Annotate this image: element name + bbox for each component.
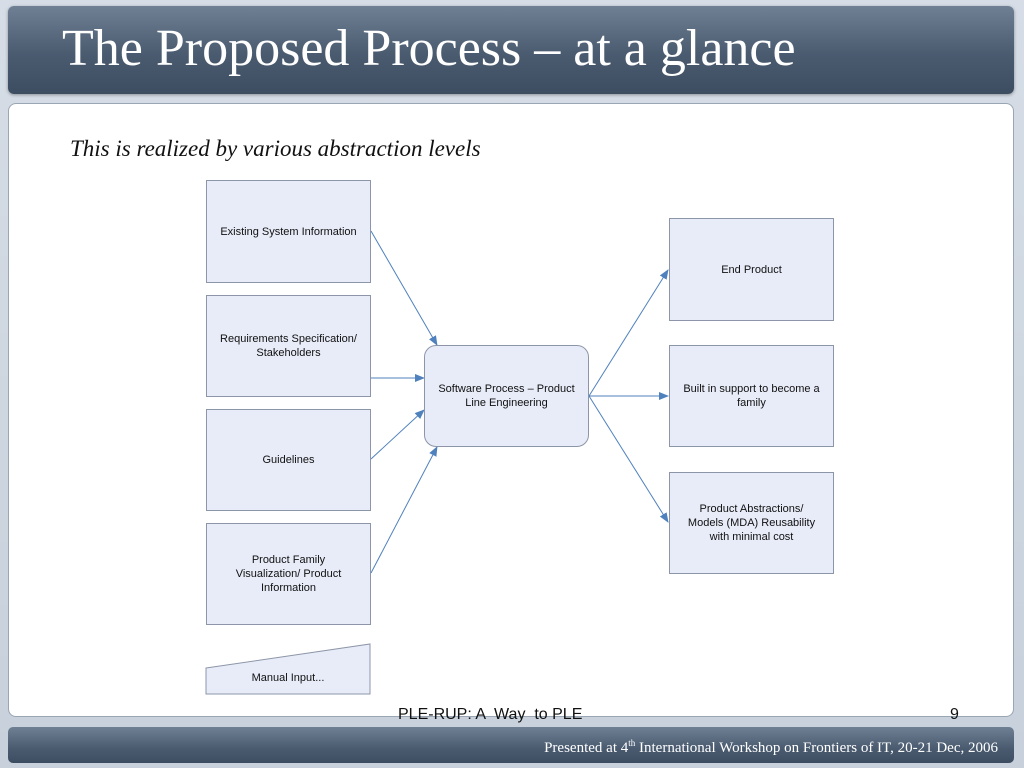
output-box-end-product: End Product <box>669 218 834 321</box>
input-box-label: Requirements Specification/ Stakeholders <box>220 333 357 359</box>
arrow-process-to-abstractions <box>588 395 669 523</box>
title-bar <box>8 6 1014 94</box>
content-panel <box>8 103 1014 717</box>
footer-ordinal: th <box>628 738 636 748</box>
output-box-label: Product Abstractions/ Models (MDA) Reusa… <box>687 503 816 543</box>
input-box-requirements: Requirements Specification/ Stakeholders <box>206 295 371 397</box>
output-box-abstractions: Product Abstractions/ Models (MDA) Reusa… <box>669 472 834 574</box>
arrow-existing-to-process <box>370 230 438 346</box>
process-label: Software Process – Product Line Engineer… <box>438 383 575 409</box>
input-box-existing-system: Existing System Information <box>206 180 371 283</box>
footer-suffix: International Workshop on Frontiers of I… <box>635 740 998 756</box>
output-box-label: End Product <box>721 264 782 276</box>
input-box-label: Guidelines <box>262 454 315 466</box>
slide-subtitle: This is realized by various abstraction … <box>70 136 481 161</box>
process-box: Software Process – Product Line Engineer… <box>424 345 589 447</box>
arrow-guidelines-to-process <box>370 409 425 460</box>
bottom-bar <box>8 727 1014 763</box>
footer-title: PLE-RUP: A Way to PLE <box>398 706 583 723</box>
arrow-visualization-to-process <box>370 446 438 574</box>
output-box-family-support: Built in support to become a family <box>669 345 834 447</box>
input-box-label: Existing System Information <box>220 226 357 238</box>
arrow-process-to-end-product <box>588 269 669 397</box>
input-box-product-family: Product Family Visualization/ Product In… <box>206 523 371 625</box>
slide-title: The Proposed Process – at a glance <box>62 20 796 77</box>
presentation-footer: Presented at 4th International Workshop … <box>544 738 998 757</box>
output-box-label: Built in support to become a family <box>683 383 820 409</box>
manual-input-shape <box>205 643 371 695</box>
input-box-guidelines: Guidelines <box>206 409 371 511</box>
input-box-label: Product Family Visualization/ Product In… <box>235 554 342 594</box>
page-number: 9 <box>950 706 959 723</box>
manual-input-label: Manual Input... <box>251 672 325 684</box>
footer-prefix: Presented at 4 <box>544 740 629 756</box>
